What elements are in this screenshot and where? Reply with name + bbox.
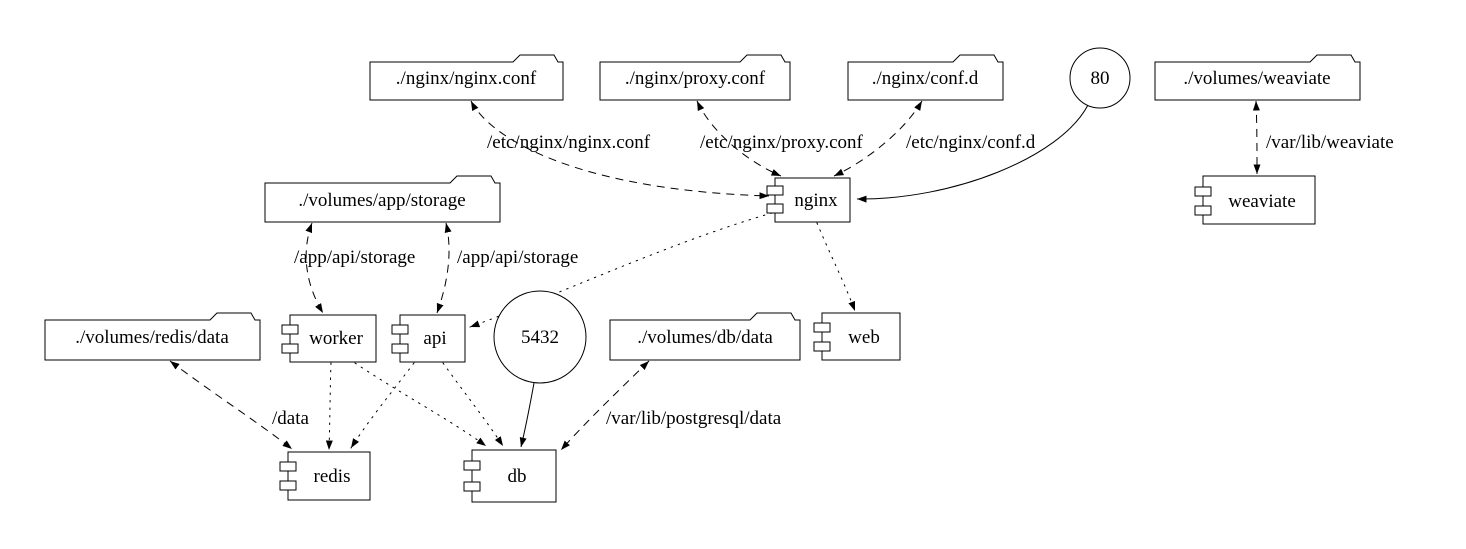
edge-weaviatevol-weaviate bbox=[1252, 100, 1261, 175]
component-tab bbox=[279, 461, 297, 472]
component-shape bbox=[287, 451, 371, 501]
edge-appstorage-worker bbox=[305, 222, 324, 314]
edge-label-worker-storage-mount: /app/api/storage bbox=[294, 247, 415, 268]
node-service-weaviate: weaviate bbox=[1194, 175, 1316, 225]
folder-shape bbox=[599, 54, 791, 101]
node-service-nginx: nginx bbox=[766, 177, 851, 223]
component-shape bbox=[774, 177, 851, 223]
edge-label-weaviate-mount: /var/lib/weaviate bbox=[1266, 132, 1394, 153]
edge-nginx-web bbox=[816, 222, 856, 312]
node-label: ./volumes/app/storage bbox=[298, 190, 465, 211]
component-shape bbox=[399, 314, 466, 363]
component-tab bbox=[1194, 205, 1212, 216]
component-tab bbox=[766, 185, 784, 196]
node-dir-conf-d: ./nginx/conf.d bbox=[847, 54, 1004, 101]
edge-api-db bbox=[442, 362, 504, 447]
edge-label-postgres-data-mount: /var/lib/postgresql/data bbox=[606, 408, 782, 429]
component-tab bbox=[813, 322, 831, 333]
node-label: 5432 bbox=[521, 327, 559, 348]
edge-label-api-storage-mount: /app/api/storage bbox=[457, 247, 578, 268]
component-shape bbox=[821, 312, 901, 361]
component-tab bbox=[766, 203, 784, 214]
edges-layer bbox=[169, 100, 1261, 451]
node-file-proxy-conf: ./nginx/proxy.conf bbox=[599, 54, 791, 101]
folder-shape bbox=[1154, 54, 1361, 101]
component-tab bbox=[813, 341, 831, 352]
edge-api-redis bbox=[350, 362, 415, 449]
component-shape bbox=[471, 449, 557, 503]
component-shape bbox=[289, 314, 377, 363]
node-file-nginx-conf: ./nginx/nginx.conf bbox=[369, 54, 564, 101]
node-service-web: web bbox=[813, 312, 901, 361]
node-label: ./nginx/nginx.conf bbox=[396, 68, 537, 89]
folder-shape bbox=[264, 175, 501, 223]
edge-label-conf-d-mount: /etc/nginx/conf.d bbox=[906, 132, 1036, 153]
component-shape bbox=[1202, 175, 1316, 225]
node-volume-redis-data: ./volumes/redis/data bbox=[44, 312, 261, 361]
component-tab bbox=[391, 324, 409, 335]
edge-port80-nginx bbox=[856, 104, 1089, 203]
edge-redisdata-redis bbox=[169, 360, 293, 450]
component-tab bbox=[463, 460, 481, 471]
node-label: db bbox=[508, 466, 527, 487]
node-service-worker: worker bbox=[281, 314, 377, 363]
component-tab bbox=[391, 343, 409, 354]
node-volume-app-storage: ./volumes/app/storage bbox=[264, 175, 501, 223]
node-volume-weaviate: ./volumes/weaviate bbox=[1154, 54, 1361, 101]
node-port-5432: 5432 bbox=[493, 290, 587, 384]
node-label: nginx bbox=[794, 190, 838, 211]
node-label: weaviate bbox=[1228, 191, 1296, 212]
folder-shape bbox=[847, 54, 1004, 101]
edge-label-nginx-conf-mount: /etc/nginx/nginx.conf bbox=[487, 132, 651, 153]
component-tab bbox=[463, 481, 481, 492]
node-label: ./nginx/proxy.conf bbox=[625, 68, 766, 89]
folder-shape bbox=[369, 54, 564, 101]
node-port-80: 80 bbox=[1069, 47, 1131, 109]
node-label: ./volumes/weaviate bbox=[1183, 68, 1330, 89]
edge-worker-redis bbox=[325, 362, 333, 451]
node-label: 80 bbox=[1091, 68, 1110, 89]
edge-worker-db bbox=[354, 362, 487, 447]
edge-dbdata-db bbox=[560, 360, 650, 451]
port-circle bbox=[1069, 47, 1131, 109]
node-label: web bbox=[848, 327, 880, 348]
node-service-redis: redis bbox=[279, 451, 371, 501]
node-label: redis bbox=[314, 466, 351, 487]
edge-proxyconf-nginx bbox=[696, 100, 782, 177]
node-service-api: api bbox=[391, 314, 466, 363]
edge-label-proxy-conf-mount: /etc/nginx/proxy.conf bbox=[700, 132, 864, 153]
node-label: worker bbox=[309, 328, 363, 349]
component-tab bbox=[281, 324, 299, 335]
component-tab bbox=[1194, 186, 1212, 197]
edge-appstorage-api bbox=[436, 222, 452, 314]
node-volume-db-data: ./volumes/db/data bbox=[609, 312, 801, 361]
port-circle bbox=[493, 290, 587, 384]
folder-shape bbox=[609, 312, 801, 361]
component-tab bbox=[279, 480, 297, 491]
edge-label-redis-data-mount: /data bbox=[272, 408, 309, 429]
folder-shape bbox=[44, 312, 261, 361]
edge-confd-nginx bbox=[833, 100, 923, 177]
node-label: ./nginx/conf.d bbox=[872, 68, 979, 89]
component-tab bbox=[281, 343, 299, 354]
node-label: api bbox=[423, 328, 446, 349]
edge-nginxconf-nginx bbox=[470, 100, 770, 200]
node-label: ./volumes/redis/data bbox=[75, 327, 229, 348]
edge-port5432-db bbox=[519, 382, 535, 448]
nodes-layer: ./nginx/nginx.conf ./nginx/proxy.conf ./… bbox=[44, 47, 1361, 503]
node-service-db: db bbox=[463, 449, 557, 503]
node-label: ./volumes/db/data bbox=[637, 327, 773, 348]
edge-labels-layer: /etc/nginx/nginx.conf /etc/nginx/proxy.c… bbox=[272, 132, 1394, 429]
